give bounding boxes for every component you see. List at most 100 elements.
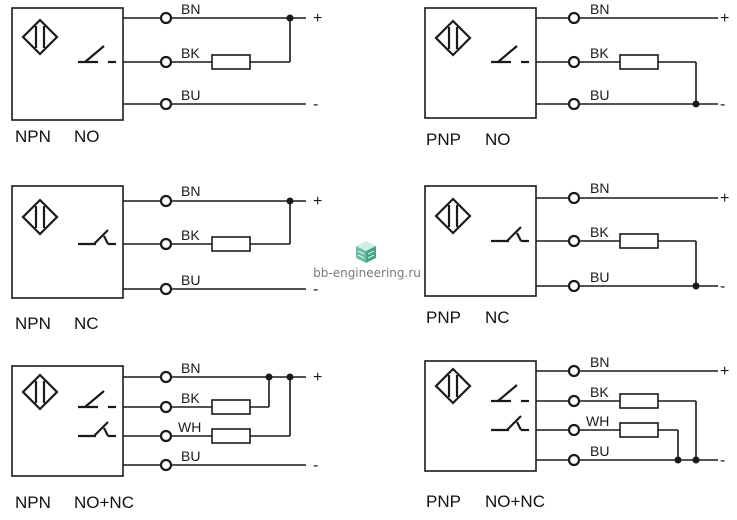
terminal-bn [567, 11, 581, 25]
terminal-bn [567, 191, 581, 205]
load-resistor [619, 54, 659, 70]
load-resistor [619, 422, 659, 438]
terminal-bk [159, 400, 173, 414]
terminal-bn [159, 11, 173, 25]
plus-sign: + [313, 193, 322, 210]
wire-label-bk: BK [181, 227, 200, 243]
terminal-bu [159, 97, 173, 111]
wire-label-wh: WH [586, 413, 609, 429]
diagram-npn-nc: BN BK BU + - NPN NC [11, 183, 322, 333]
terminal-bu [159, 458, 173, 472]
sensor-symbol-icon [434, 19, 472, 57]
no-contact-icon [78, 390, 116, 409]
plus-sign: + [313, 369, 322, 386]
wire-label-bu: BU [181, 272, 200, 288]
terminal-bn [159, 194, 173, 208]
load-resistor [211, 236, 251, 252]
no-contact-icon [491, 45, 529, 64]
nc-contact-icon [78, 421, 116, 438]
terminal-bk [567, 394, 581, 408]
wire-label-bk: BK [181, 390, 200, 406]
sensor-symbol-icon [434, 197, 472, 235]
caption-type: NPN [15, 127, 51, 146]
sensor-symbol-icon [21, 373, 59, 411]
sensor-box [11, 185, 124, 299]
plus-sign: + [313, 10, 322, 27]
wire-label-bn: BN [590, 180, 609, 196]
load-resistor [211, 399, 251, 415]
watermark-logo-icon [356, 241, 376, 263]
nc-contact-icon [491, 415, 529, 432]
junction-dot [286, 373, 294, 381]
junction-dot [286, 14, 294, 22]
plus-sign: + [720, 363, 729, 380]
terminal-bu [567, 453, 581, 467]
caption-contact: NO [74, 127, 100, 146]
wire-label-bn: BN [181, 183, 200, 199]
load-resistor [619, 393, 659, 409]
sensor-box [424, 185, 537, 297]
terminal-bk [159, 55, 173, 69]
sensor-box [11, 365, 124, 477]
sensor-symbol-icon [21, 198, 59, 236]
caption-type: NPN [15, 493, 51, 512]
watermark: bb-engineering.ru [313, 241, 421, 280]
diagram-pnp-no-nc: BN BK WH BU + - PNP NO+NC [424, 354, 729, 511]
caption-contact: NO+NC [485, 492, 545, 511]
sensor-symbol-icon [434, 367, 472, 405]
wire-label-bn: BN [590, 354, 609, 370]
wire-label-bu: BU [181, 87, 200, 103]
sensor-box [424, 7, 537, 119]
junction-dot [286, 197, 294, 205]
terminal-bn [159, 370, 173, 384]
terminal-bu [567, 97, 581, 111]
junction-dot [265, 373, 273, 381]
terminal-bk [159, 237, 173, 251]
wire-label-bu: BU [590, 87, 609, 103]
load-resistor [619, 233, 659, 249]
terminal-wh [159, 429, 173, 443]
minus-sign: - [313, 457, 318, 474]
wire-label-bk: BK [590, 224, 609, 240]
diagram-npn-no-nc: BN BK WH BU + - NPN NO+NC [11, 360, 322, 512]
terminal-bk [567, 234, 581, 248]
minus-sign: - [313, 281, 318, 298]
caption-contact: NC [74, 314, 99, 333]
diagram-npn-no: BN BK BU + - NPN NO [11, 1, 322, 146]
sensor-box [424, 360, 537, 472]
minus-sign: - [313, 96, 318, 113]
no-contact-icon [491, 384, 529, 403]
sensor-box [11, 7, 124, 121]
wire-label-bu: BU [590, 443, 609, 459]
minus-sign: - [720, 452, 725, 469]
wire-label-bk: BK [590, 45, 609, 61]
load-resistor [211, 428, 251, 444]
wire-label-wh: WH [178, 419, 201, 435]
terminal-bu [567, 279, 581, 293]
terminal-bk [567, 55, 581, 69]
caption-type: PNP [426, 130, 461, 149]
caption-contact: NO [485, 130, 511, 149]
caption-contact: NC [485, 308, 510, 327]
wire-label-bk: BK [181, 45, 200, 61]
wire-label-bn: BN [181, 360, 200, 376]
terminal-bu [159, 282, 173, 296]
caption-type: PNP [426, 308, 461, 327]
wire-label-bn: BN [181, 1, 200, 17]
sensor-symbol-icon [21, 18, 59, 56]
watermark-text: bb-engineering.ru [313, 266, 421, 280]
wire-label-bu: BU [181, 448, 200, 464]
caption-type: NPN [15, 314, 51, 333]
diagram-pnp-no: BN BK BU + - PNP NO [424, 1, 729, 149]
caption-contact: NO+NC [74, 493, 134, 512]
caption-type: PNP [426, 492, 461, 511]
terminal-bn [567, 364, 581, 378]
terminal-wh [567, 423, 581, 437]
diagram-pnp-nc: BN BK BU + - PNP NC [424, 180, 729, 327]
plus-sign: + [720, 190, 729, 207]
load-resistor [211, 54, 251, 70]
wire-label-bk: BK [590, 384, 609, 400]
nc-contact-icon [78, 229, 116, 246]
no-contact-icon [78, 45, 116, 64]
